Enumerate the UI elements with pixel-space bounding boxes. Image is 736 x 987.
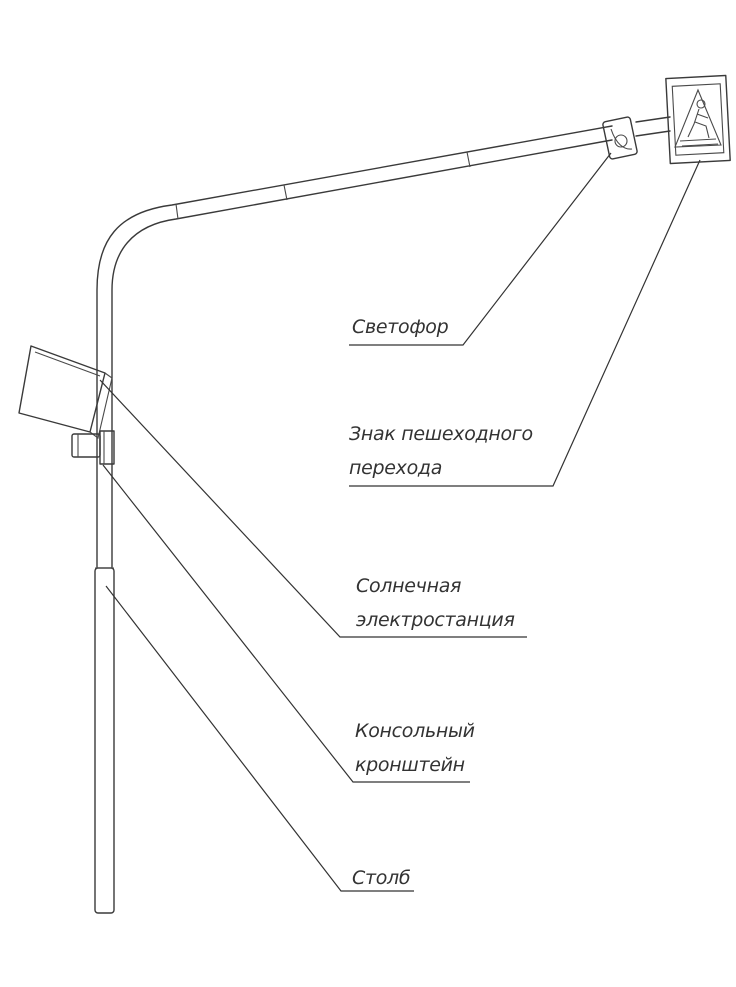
label-pole: Столб xyxy=(352,861,411,895)
solar-panel xyxy=(18,345,113,439)
solar-label-line2: электростанция xyxy=(356,609,515,631)
leader-traffic-light xyxy=(349,152,612,346)
crossing-sign-label-line2: перехода xyxy=(349,457,443,479)
leader-lines xyxy=(99,152,701,892)
pole xyxy=(94,567,115,914)
label-traffic-light: Светофор xyxy=(352,310,449,344)
leader-solar xyxy=(99,379,527,638)
console-bracket xyxy=(71,430,115,465)
label-console-bracket: Консольный кронштейн xyxy=(355,714,475,782)
label-crossing-sign: Знак пешеходного перехода xyxy=(349,417,533,485)
label-solar-station: Солнечная электростанция xyxy=(356,569,515,637)
bracket-label-line2: кронштейн xyxy=(355,754,465,776)
bracket-label-line1: Консольный xyxy=(355,720,475,742)
pole-label: Столб xyxy=(352,867,411,889)
traffic-light-label: Светофор xyxy=(352,316,449,338)
leader-bracket xyxy=(102,464,470,783)
pedestrian-crossing-sign xyxy=(665,74,731,165)
leader-crossing-sign xyxy=(349,159,701,487)
crossing-sign-label-line1: Знак пешеходного xyxy=(349,423,533,445)
traffic-light xyxy=(602,116,638,160)
solar-label-line1: Солнечная xyxy=(356,575,462,597)
leader-pole xyxy=(105,585,414,892)
cantilever-arm xyxy=(96,116,671,569)
